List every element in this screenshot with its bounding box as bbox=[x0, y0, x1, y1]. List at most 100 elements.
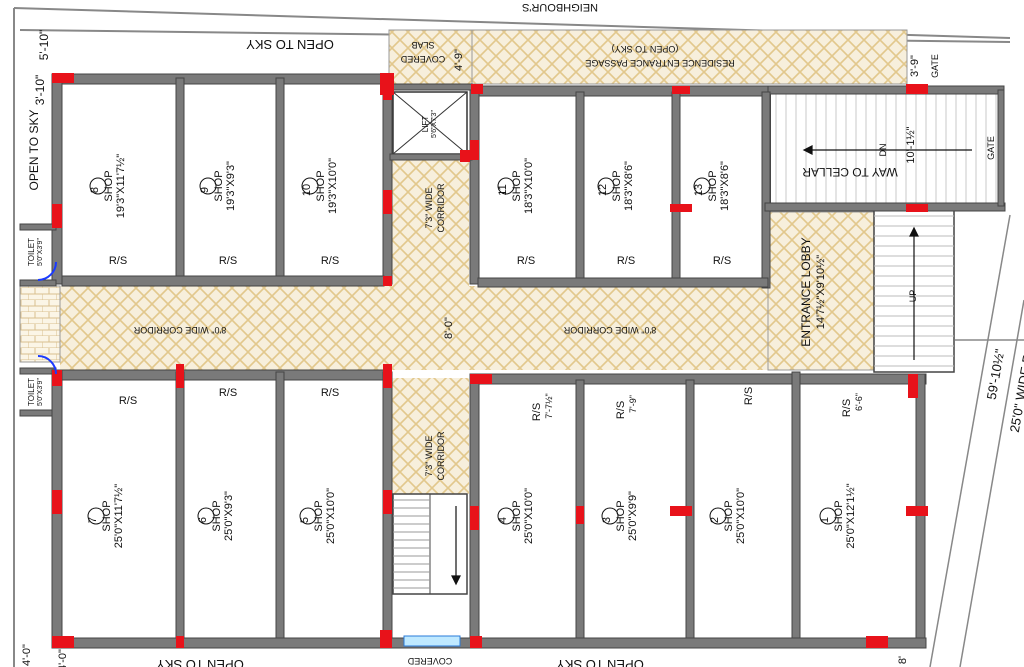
covered-slab-area bbox=[388, 29, 473, 85]
shop-number-circle bbox=[299, 507, 317, 525]
neighbours-label: NEIGHBOUR'S bbox=[522, 1, 598, 13]
shop-number-circle bbox=[709, 507, 727, 525]
shop-number: 12 bbox=[597, 184, 609, 196]
open-to-sky-bottom-left: OPEN TO SKY bbox=[156, 657, 244, 667]
shop-number: 3 bbox=[601, 517, 613, 523]
corridor-top-label-2: CORRIDOR bbox=[436, 183, 446, 232]
shop-rs: R/S bbox=[109, 255, 127, 267]
shop-rs: R/S bbox=[841, 399, 853, 417]
open-to-sky-top: OPEN TO SKY bbox=[246, 37, 334, 52]
left-dim-bottom: 4'-0" bbox=[21, 644, 33, 666]
shop-label: SHOP bbox=[833, 500, 845, 531]
road-dim: 59'-10½" bbox=[984, 347, 1008, 400]
shop-label: SHOP bbox=[211, 500, 223, 531]
shop-number: 10 bbox=[301, 184, 313, 196]
corridor-width-dim: 8'-0" bbox=[443, 317, 455, 339]
shop-size: 25'0"X12'1½" bbox=[845, 483, 857, 548]
shop-size: 18'3"X10'0" bbox=[523, 158, 535, 214]
way-to-cellar-label: WAY TO CELLAR bbox=[802, 165, 898, 179]
lift-label: LIFT bbox=[421, 116, 430, 133]
structural-columns bbox=[52, 73, 928, 648]
road-edge bbox=[929, 214, 1024, 667]
entrance-lobby-size: 14'7½"X9'10½" bbox=[815, 255, 827, 329]
covered-slab-label-1: COVERED bbox=[400, 54, 445, 64]
shop-number: 4 bbox=[497, 517, 509, 523]
shop-number-circle bbox=[693, 177, 711, 195]
shop-size: 25'0"X10'0" bbox=[325, 488, 337, 544]
shop-label: SHOP bbox=[723, 500, 735, 531]
ramp-dim: 10'-1½" bbox=[905, 126, 917, 163]
corridor-top-area bbox=[391, 160, 469, 286]
shop-dim: 7'-9" bbox=[628, 395, 638, 413]
shop-number: 9 bbox=[199, 187, 211, 193]
lift-shaft bbox=[392, 91, 468, 155]
bottom-slab-strip bbox=[403, 635, 461, 647]
covered-dim: 4'-9" bbox=[453, 49, 465, 71]
shop-number: 6 bbox=[197, 517, 209, 523]
shop-size: 25'0"X10'0" bbox=[523, 488, 535, 544]
entrance-lobby-area bbox=[767, 211, 875, 371]
residence-passage-area bbox=[471, 29, 908, 85]
up-label: UP bbox=[908, 290, 918, 303]
left-open-to-sky: OPEN TO SKY bbox=[27, 110, 41, 191]
shop-number-circle bbox=[819, 507, 837, 525]
shop-number-circle bbox=[89, 177, 107, 195]
shop-label: SHOP bbox=[707, 170, 719, 201]
toilet-bottom-label: TOILET bbox=[27, 378, 36, 406]
shop-number-circle bbox=[597, 177, 615, 195]
shop-number: 2 bbox=[709, 517, 721, 523]
shop-label: SHOP bbox=[511, 170, 523, 201]
corridor-bottom-area bbox=[391, 378, 469, 494]
shop-number: 13 bbox=[693, 184, 705, 196]
open-to-sky-bottom-right: OPEN TO SKY bbox=[556, 657, 644, 667]
shop-rs: R/S bbox=[321, 387, 339, 399]
shop-number: 5 bbox=[299, 517, 311, 523]
direction-arrows bbox=[451, 145, 972, 586]
shop-size: 25'0"X9'3" bbox=[223, 491, 235, 541]
shop-label: SHOP bbox=[611, 170, 623, 201]
toilet-top-label: TOILET bbox=[27, 238, 36, 266]
left-dim-top: 5'-10" bbox=[37, 30, 51, 61]
residence-passage-label: RESIDENCE ENTRANCE PASSAGE bbox=[585, 58, 734, 68]
left-dim-mid: 3'-10" bbox=[33, 75, 47, 106]
toilet-doors bbox=[37, 261, 57, 375]
bottom-dim-right: 8' bbox=[897, 656, 909, 664]
gate-top-label: GATE bbox=[930, 54, 940, 78]
shop-rs: R/S bbox=[517, 255, 535, 267]
shop-rs: R/S bbox=[617, 255, 635, 267]
shop-size: 19'3"X11'7½" bbox=[115, 154, 127, 219]
shop-label: SHOP bbox=[101, 500, 113, 531]
shop-dim: 6'-6" bbox=[854, 393, 864, 411]
shop-size: 19'3"X10'0" bbox=[327, 158, 339, 214]
shop-rs: R/S bbox=[219, 387, 237, 399]
shop-rs: R/S bbox=[615, 401, 627, 419]
covered-slab-bottom: COVERED bbox=[407, 656, 452, 666]
shop-rs: R/S bbox=[219, 255, 237, 267]
shop-label: SHOP bbox=[103, 170, 115, 201]
shop-number: 7 bbox=[87, 517, 99, 523]
shop-size: 25'0"X9'9" bbox=[627, 491, 639, 541]
shop-number-circle bbox=[601, 507, 619, 525]
shop-number-circle bbox=[497, 177, 515, 195]
shop-number-circle bbox=[497, 507, 515, 525]
shop-dim: 7'-7½" bbox=[544, 393, 554, 418]
shop-rs: R/S bbox=[119, 395, 137, 407]
corridor-bottom-label-1: 7'3" WIDE bbox=[424, 436, 434, 477]
shop-label: SHOP bbox=[615, 500, 627, 531]
shop-number-circle bbox=[199, 177, 217, 195]
shop-size: 25'0"X10'0" bbox=[735, 488, 747, 544]
shop-number: 11 bbox=[497, 184, 509, 195]
